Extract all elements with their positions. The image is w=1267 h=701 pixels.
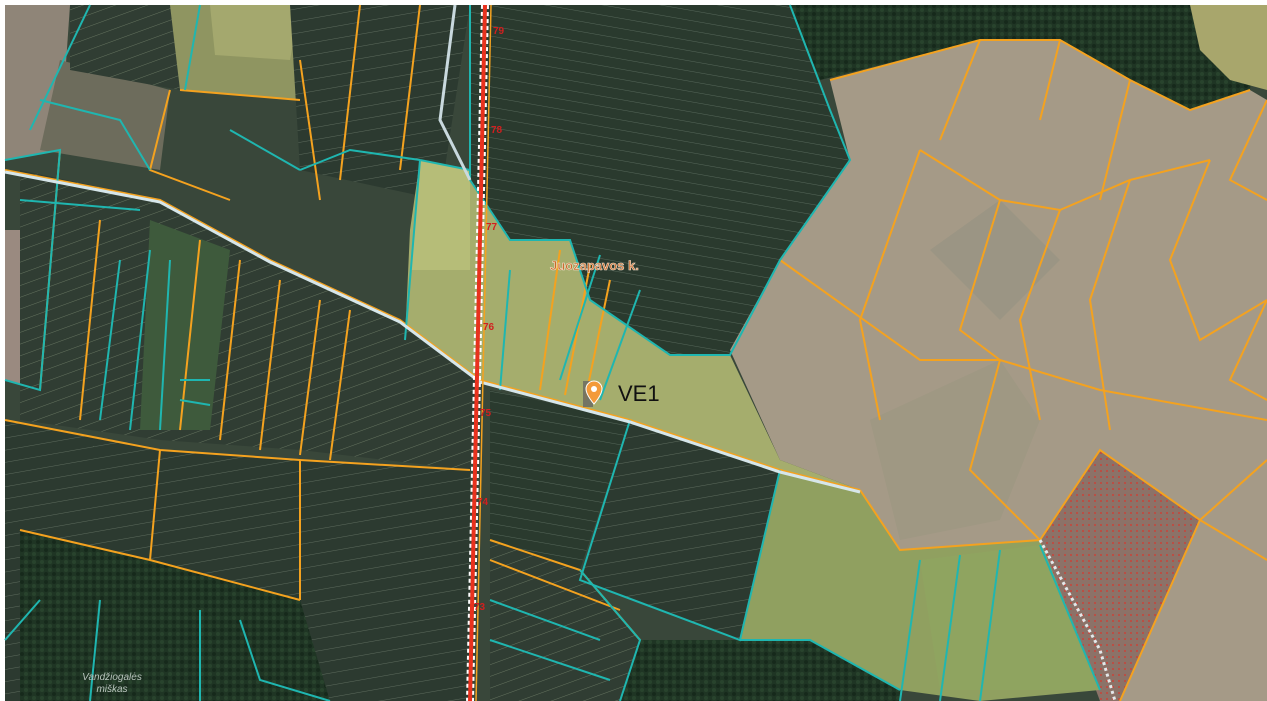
village-label: Juozapavos k. [550, 258, 639, 273]
restricted-zone [1040, 450, 1200, 701]
field-nw-1 [70, 5, 180, 90]
field-west-center [20, 170, 480, 470]
field-east-patch2 [930, 200, 1060, 320]
forest-south [620, 640, 900, 701]
location-pin-icon[interactable] [585, 380, 603, 405]
km-marker: 78 [491, 125, 503, 136]
forest-sw [20, 530, 160, 701]
ve1-label: VE1 [618, 381, 660, 406]
field-central-north [470, 5, 850, 355]
km-marker: 77 [486, 222, 498, 233]
km-marker: 75 [480, 408, 492, 419]
parcel-boundaries-orange [4, 4, 1267, 701]
highway [466, 4, 492, 701]
km-marker: 79 [493, 26, 505, 37]
road-km-markers: 79 78 77 76 75 74 73 [474, 26, 505, 613]
ve1-marker[interactable] [583, 380, 603, 407]
field-south-3 [490, 540, 640, 701]
meadow-strip [410, 160, 470, 270]
km-marker: 73 [474, 602, 486, 613]
road-north-branch [438, 4, 472, 181]
field-nw-light2 [210, 5, 300, 60]
parcel-boundaries-cyan [4, 4, 1101, 701]
forest-sw2 [150, 560, 330, 701]
field-south-2 [580, 420, 780, 640]
km-marker: 74 [477, 497, 489, 508]
field-n-dark [290, 5, 470, 200]
pin-dot-icon [591, 386, 597, 392]
field-east-patch [870, 360, 1040, 540]
meadow-ve1 [405, 160, 860, 490]
forest-label-2: miškas [96, 684, 127, 695]
road-east-west [4, 170, 861, 494]
forest-label: Vandžiogalės [82, 672, 142, 683]
field-ne-corner [1190, 5, 1267, 90]
field-south-1 [490, 390, 630, 570]
forest-ne [790, 5, 1260, 110]
field-left-strip [40, 60, 170, 170]
km-marker: 76 [483, 322, 495, 333]
